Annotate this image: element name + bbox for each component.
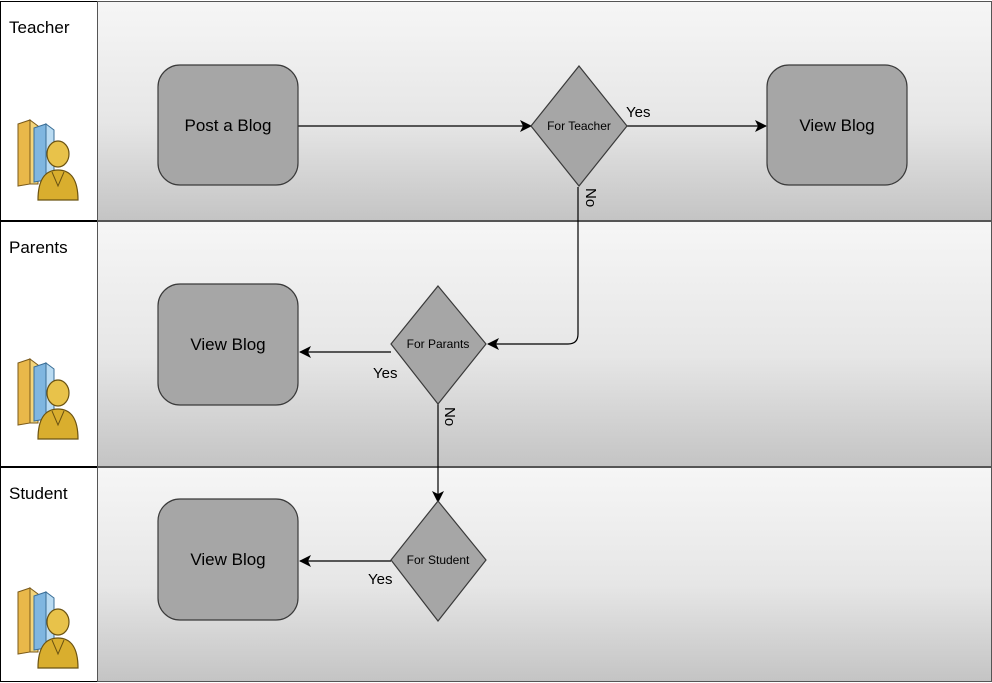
node-student-view-blog: View Blog xyxy=(157,498,299,621)
decision-teacher-label: For Teacher xyxy=(547,119,611,133)
decision-student-label: For Student xyxy=(407,553,470,567)
decision-parents-label: For Parants xyxy=(407,337,470,351)
node-post-blog: Post a Blog xyxy=(157,64,299,186)
edge-label-parents-no: No xyxy=(441,407,458,426)
decision-parents: For Parants xyxy=(390,285,487,405)
node-teacher-view-blog-label: View Blog xyxy=(799,116,874,135)
node-teacher-view-blog: View Blog xyxy=(766,64,908,186)
lane-student xyxy=(0,467,992,682)
edge-teacher-no xyxy=(487,187,579,350)
lane-label-teacher: Teacher xyxy=(9,18,70,37)
lane-label-parents: Parents xyxy=(9,238,68,257)
lane-label-student: Student xyxy=(9,484,68,503)
node-post-blog-label: Post a Blog xyxy=(185,116,272,135)
node-student-view-blog-label: View Blog xyxy=(190,550,265,569)
edge-label-teacher-no: No xyxy=(582,188,599,207)
node-parents-view-blog-label: View Blog xyxy=(190,335,265,354)
edge-label-student-yes: Yes xyxy=(368,571,392,588)
edge-label-parents-yes: Yes xyxy=(373,365,397,382)
edge-label-teacher-yes: Yes xyxy=(626,104,650,121)
decision-student: For Student xyxy=(390,500,487,622)
decision-teacher: For Teacher xyxy=(530,65,628,187)
node-parents-view-blog: View Blog xyxy=(157,283,299,406)
